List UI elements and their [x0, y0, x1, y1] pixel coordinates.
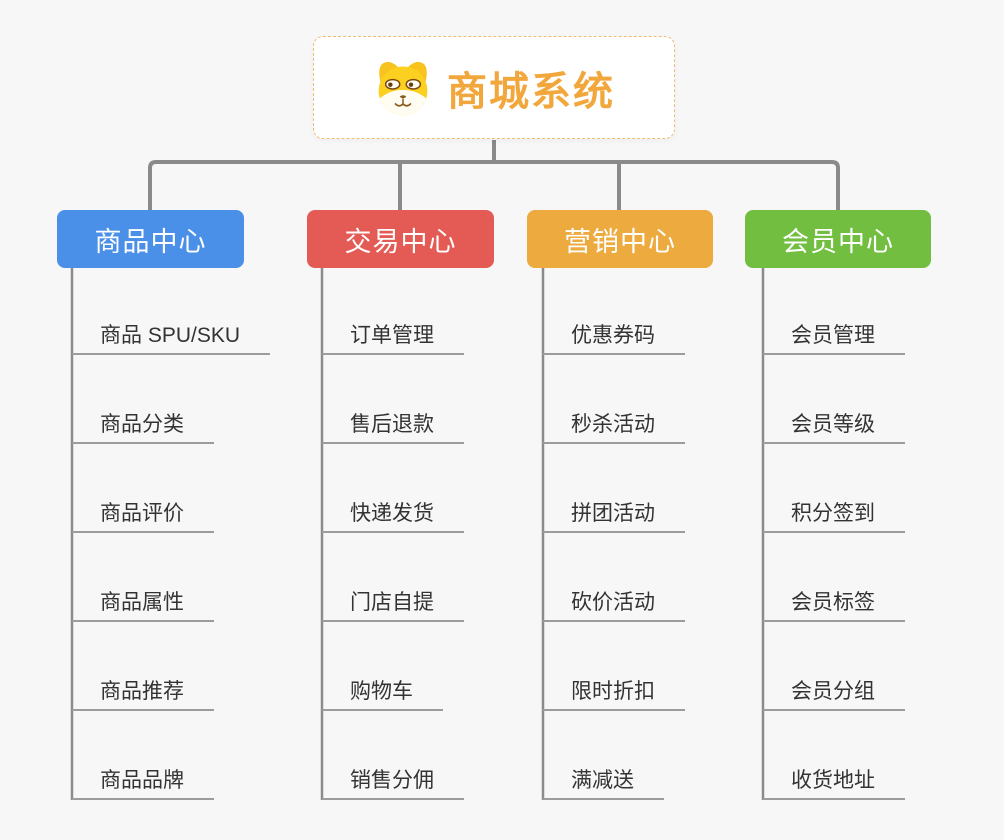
root-node-mall-system[interactable]: 商城系统 [313, 36, 675, 139]
child-column-trade: 订单管理 售后退款 快递发货 门店自提 购物车 销售分佣 [322, 266, 464, 800]
child-node[interactable]: 砍价活动 [543, 533, 685, 622]
branch-node-product-center[interactable]: 商品中心 [57, 210, 244, 268]
child-node[interactable]: 售后退款 [322, 355, 464, 444]
child-column-member: 会员管理 会员等级 积分签到 会员标签 会员分组 收货地址 [763, 266, 905, 800]
child-column-product: 商品 SPU/SKU 商品分类 商品评价 商品属性 商品推荐 商品品牌 [72, 266, 271, 800]
child-node[interactable]: 购物车 [322, 622, 443, 711]
child-node[interactable]: 商品属性 [72, 533, 214, 622]
branch-node-trade-center[interactable]: 交易中心 [307, 210, 494, 268]
child-node[interactable]: 积分签到 [763, 444, 905, 533]
child-node[interactable]: 会员分组 [763, 622, 905, 711]
child-node[interactable]: 商品品牌 [72, 711, 214, 800]
dog-face-icon [378, 61, 428, 115]
root-title: 商城系统 [447, 69, 615, 114]
child-node[interactable]: 优惠券码 [543, 266, 685, 355]
branch-node-member-center[interactable]: 会员中心 [745, 210, 931, 268]
child-column-marketing: 优惠券码 秒杀活动 拼团活动 砍价活动 限时折扣 满减送 [543, 266, 685, 800]
child-node[interactable]: 商品 SPU/SKU [72, 266, 271, 355]
child-node[interactable]: 收货地址 [763, 711, 905, 800]
branch-label: 会员中心 [782, 226, 894, 257]
child-node[interactable]: 门店自提 [322, 533, 464, 622]
branch-node-marketing-center[interactable]: 营销中心 [527, 210, 713, 268]
child-node[interactable]: 商品分类 [72, 355, 214, 444]
child-node[interactable]: 商品推荐 [72, 622, 214, 711]
child-node[interactable]: 订单管理 [322, 266, 464, 355]
child-node[interactable]: 拼团活动 [543, 444, 685, 533]
child-node[interactable]: 满减送 [543, 711, 664, 800]
child-node[interactable]: 商品评价 [72, 444, 214, 533]
branch-label: 交易中心 [344, 226, 457, 257]
child-node[interactable]: 会员标签 [763, 533, 905, 622]
branch-label: 商品中心 [94, 226, 207, 257]
branch-label: 营销中心 [564, 226, 676, 257]
child-node[interactable]: 会员等级 [763, 355, 905, 444]
child-node[interactable]: 限时折扣 [543, 622, 685, 711]
child-node[interactable]: 秒杀活动 [543, 355, 685, 444]
child-node[interactable]: 销售分佣 [322, 711, 464, 800]
child-node[interactable]: 快递发货 [322, 444, 464, 533]
child-node[interactable]: 会员管理 [763, 266, 905, 355]
